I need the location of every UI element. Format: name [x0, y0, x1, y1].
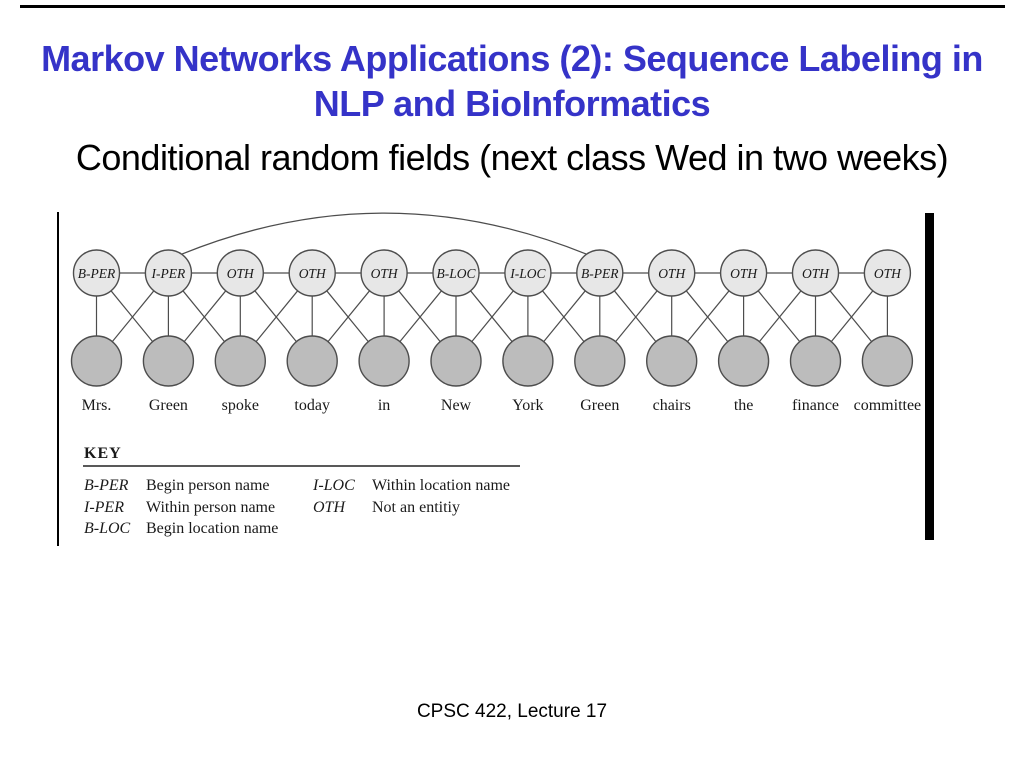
observation-node	[717, 335, 770, 387]
key-term: I-PER	[83, 499, 124, 516]
word-label: the	[734, 397, 754, 414]
word-label: Mrs.	[82, 397, 112, 414]
observation-node	[574, 335, 626, 387]
crf-sequence-diagram: B-PER I-PER OTH OTH OTH B-LOC I-LOC B-PER OTH OTH…	[57, 212, 934, 546]
observation-node	[430, 335, 482, 387]
observation-node	[286, 335, 338, 387]
edge-diagonal-left	[471, 290, 514, 343]
key-definition: Within location name	[372, 477, 510, 494]
label-node-text: OTH	[874, 266, 902, 281]
word-label: spoke	[222, 397, 259, 414]
word-label: New	[441, 397, 472, 414]
slide-footer: CPSC 422, Lecture 17	[416, 701, 608, 722]
label-node	[504, 249, 552, 297]
key-term: B-PER	[84, 477, 129, 494]
edge-diagonal-left	[830, 290, 874, 343]
label-node-text: B-PER	[78, 266, 116, 281]
label-node-text: OTH	[371, 266, 399, 281]
key-definition: Begin location name	[146, 520, 278, 537]
slide-subtitle: Conditional random fields (next class We…	[75, 137, 949, 178]
edge-diagonal-left	[543, 290, 586, 343]
observation-node	[646, 335, 698, 387]
observation-node	[861, 335, 914, 387]
label-node-text: OTH	[802, 266, 830, 281]
edge-diagonal-left	[615, 290, 658, 343]
label-node	[791, 249, 840, 297]
label-node-text: I-LOC	[509, 266, 546, 281]
edge-diagonal-right	[613, 290, 657, 343]
edge-diagonal-left	[183, 290, 227, 343]
edge-diagonal-left	[255, 290, 299, 343]
edge-diagonal-right	[326, 290, 369, 343]
word-label: finance	[792, 397, 839, 414]
edge-diagonal-left	[687, 290, 730, 343]
label-node	[216, 249, 265, 297]
page-title-line2: NLP and BioInformatics	[313, 83, 711, 125]
edge-diagonal-right	[829, 290, 873, 343]
edge-diagonal-right	[685, 290, 729, 343]
edge-diagonal-right	[757, 290, 801, 343]
observation-node	[214, 335, 267, 387]
edge-diagonal-left	[327, 290, 371, 343]
label-node	[432, 249, 480, 297]
page-title-line1: Markov Networks Applications (2): Sequen…	[41, 38, 983, 80]
label-node-text: I-PER	[151, 266, 186, 281]
edge-diagonal-right	[470, 290, 513, 343]
page-title: Markov Networks Applications (2): Sequen…	[0, 36, 1024, 126]
key-definition: Begin person name	[146, 477, 270, 494]
edge-diagonal-left	[399, 290, 442, 343]
key-term: OTH	[313, 499, 346, 516]
edge-long-range-arc	[181, 212, 587, 255]
label-node	[72, 249, 121, 297]
label-node	[576, 249, 624, 297]
observation-node	[502, 335, 554, 387]
observation-node	[70, 335, 123, 387]
word-label: Green	[149, 397, 188, 414]
figure-right-edge-bar	[925, 213, 934, 540]
edge-diagonal-right	[254, 290, 297, 343]
label-node-text: OTH	[730, 266, 758, 281]
label-node	[648, 249, 696, 297]
word-label: York	[512, 397, 543, 414]
edge-diagonal-left	[111, 290, 155, 343]
label-node	[144, 249, 193, 297]
label-node	[863, 249, 912, 297]
edge-diagonal-left	[758, 290, 802, 343]
word-label: in	[378, 397, 390, 414]
key-definition: Within person name	[146, 499, 275, 516]
label-node-text: B-PER	[581, 266, 619, 281]
label-node	[360, 249, 408, 297]
label-node-text: OTH	[299, 266, 327, 281]
top-horizontal-rule	[20, 5, 1005, 8]
word-label: Green	[580, 397, 619, 414]
edge-diagonal-right	[110, 290, 154, 343]
word-label: chairs	[653, 397, 691, 414]
edge-diagonal-right	[541, 290, 585, 343]
label-node-text: OTH	[227, 266, 255, 281]
observation-node	[789, 335, 842, 387]
key-term: B-LOC	[84, 520, 131, 537]
observation-node	[358, 335, 410, 387]
label-node	[288, 249, 336, 297]
label-node-text: OTH	[658, 266, 686, 281]
word-label: today	[294, 397, 330, 414]
key-term: I-LOC	[312, 477, 355, 494]
edge-diagonal-right	[182, 290, 225, 343]
key-heading: KEY	[84, 445, 122, 462]
key-definition: Not an entitiy	[372, 499, 460, 516]
edge-diagonal-right	[398, 290, 441, 343]
word-label: committee	[854, 397, 922, 414]
label-node-text: B-LOC	[436, 266, 476, 281]
label-node	[719, 249, 768, 297]
observation-node	[142, 335, 195, 387]
